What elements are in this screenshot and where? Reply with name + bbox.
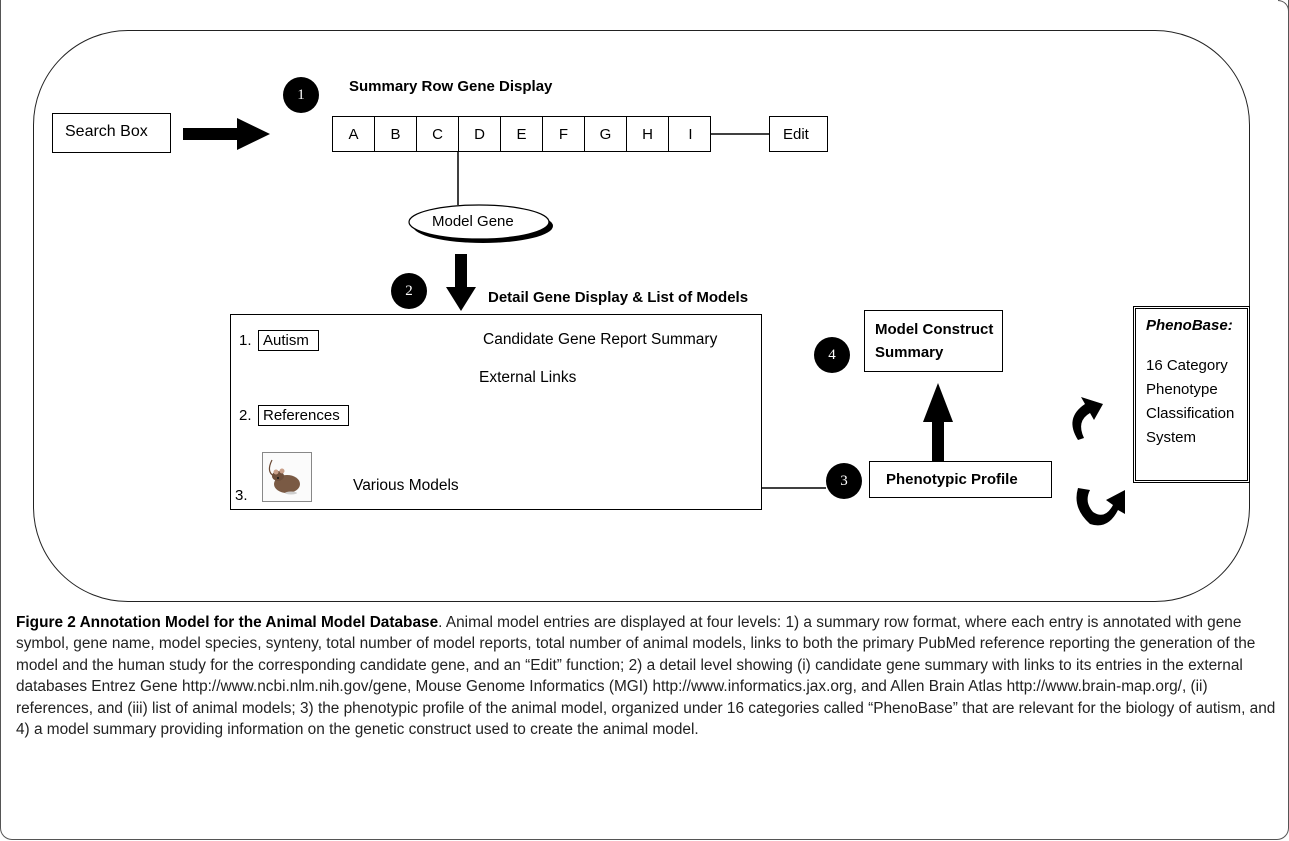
summary-cell-g: G xyxy=(585,117,627,151)
phenotypic-profile-label: Phenotypic Profile xyxy=(886,471,1018,488)
phenotypic-profile-box: Phenotypic Profile xyxy=(869,461,1052,498)
caption-label: Figure 2 Annotation Model for the Animal… xyxy=(16,614,439,631)
caption-text: . Animal model entries are displayed at … xyxy=(16,614,1276,739)
construct-up-arrow xyxy=(923,383,953,462)
model-construct-label: Model Construct Summary xyxy=(875,321,994,361)
summary-cell-b: B xyxy=(375,117,417,151)
phenobase-line-3: Classification xyxy=(1146,405,1235,422)
detail-box: 1. Autism Candidate Gene Report Summary … xyxy=(230,314,762,510)
summary-cell-a: A xyxy=(333,117,375,151)
model-gene-ellipse xyxy=(408,204,550,240)
cycle-arrows xyxy=(1072,397,1125,526)
phenobase-line-1: 16 Category xyxy=(1146,357,1228,374)
detail-num-2: 2. xyxy=(239,407,252,424)
summary-cell-h: H xyxy=(627,117,669,151)
mouse-image xyxy=(262,452,312,502)
detail-num-1: 1. xyxy=(239,332,252,349)
detail-down-arrow xyxy=(446,254,476,311)
references-label: References xyxy=(263,407,340,424)
detail-num-3: 3. xyxy=(235,487,248,504)
model-gene-label: Model Gene xyxy=(432,213,514,230)
search-box-label: Search Box xyxy=(65,123,148,140)
phenobase-title: PhenoBase: xyxy=(1146,317,1233,334)
summary-row-title: Summary Row Gene Display xyxy=(349,78,553,95)
search-arrow xyxy=(183,118,270,150)
edit-label: Edit xyxy=(783,126,809,143)
summary-cell-i: I xyxy=(688,125,693,143)
search-box: Search Box xyxy=(52,113,171,153)
candidate-gene-label: Candidate Gene Report Summary xyxy=(483,331,718,348)
step-1-badge: 1 xyxy=(283,77,319,113)
phenobase-line-4: System xyxy=(1146,429,1197,446)
detail-title: Detail Gene Display & List of Models xyxy=(488,289,749,306)
step-4-badge: 4 xyxy=(814,337,850,373)
references-box: References xyxy=(258,405,349,426)
phenobase-box: PhenoBase: 16 Category Phenotype Classif… xyxy=(1133,306,1250,483)
autism-box: Autism xyxy=(258,330,319,351)
model-construct-box: Model Construct Summary xyxy=(864,310,1003,372)
summary-cell-e: E xyxy=(501,117,543,151)
step-3-badge: 3 xyxy=(826,463,862,499)
summary-cell-c: C xyxy=(417,117,459,151)
summary-cell-f: F xyxy=(543,117,585,151)
summary-cell-d: D xyxy=(459,117,501,151)
figure-caption: Figure 2 Annotation Model for the Animal… xyxy=(16,612,1278,740)
edit-box: Edit xyxy=(769,116,828,152)
autism-label: Autism xyxy=(263,332,309,349)
step-2-badge: 2 xyxy=(391,273,427,309)
external-links-label: External Links xyxy=(479,369,577,386)
phenobase-line-2: Phenotype xyxy=(1146,381,1218,398)
various-models-label: Various Models xyxy=(353,477,459,494)
summary-row: A B C D E F G H I xyxy=(332,116,711,152)
